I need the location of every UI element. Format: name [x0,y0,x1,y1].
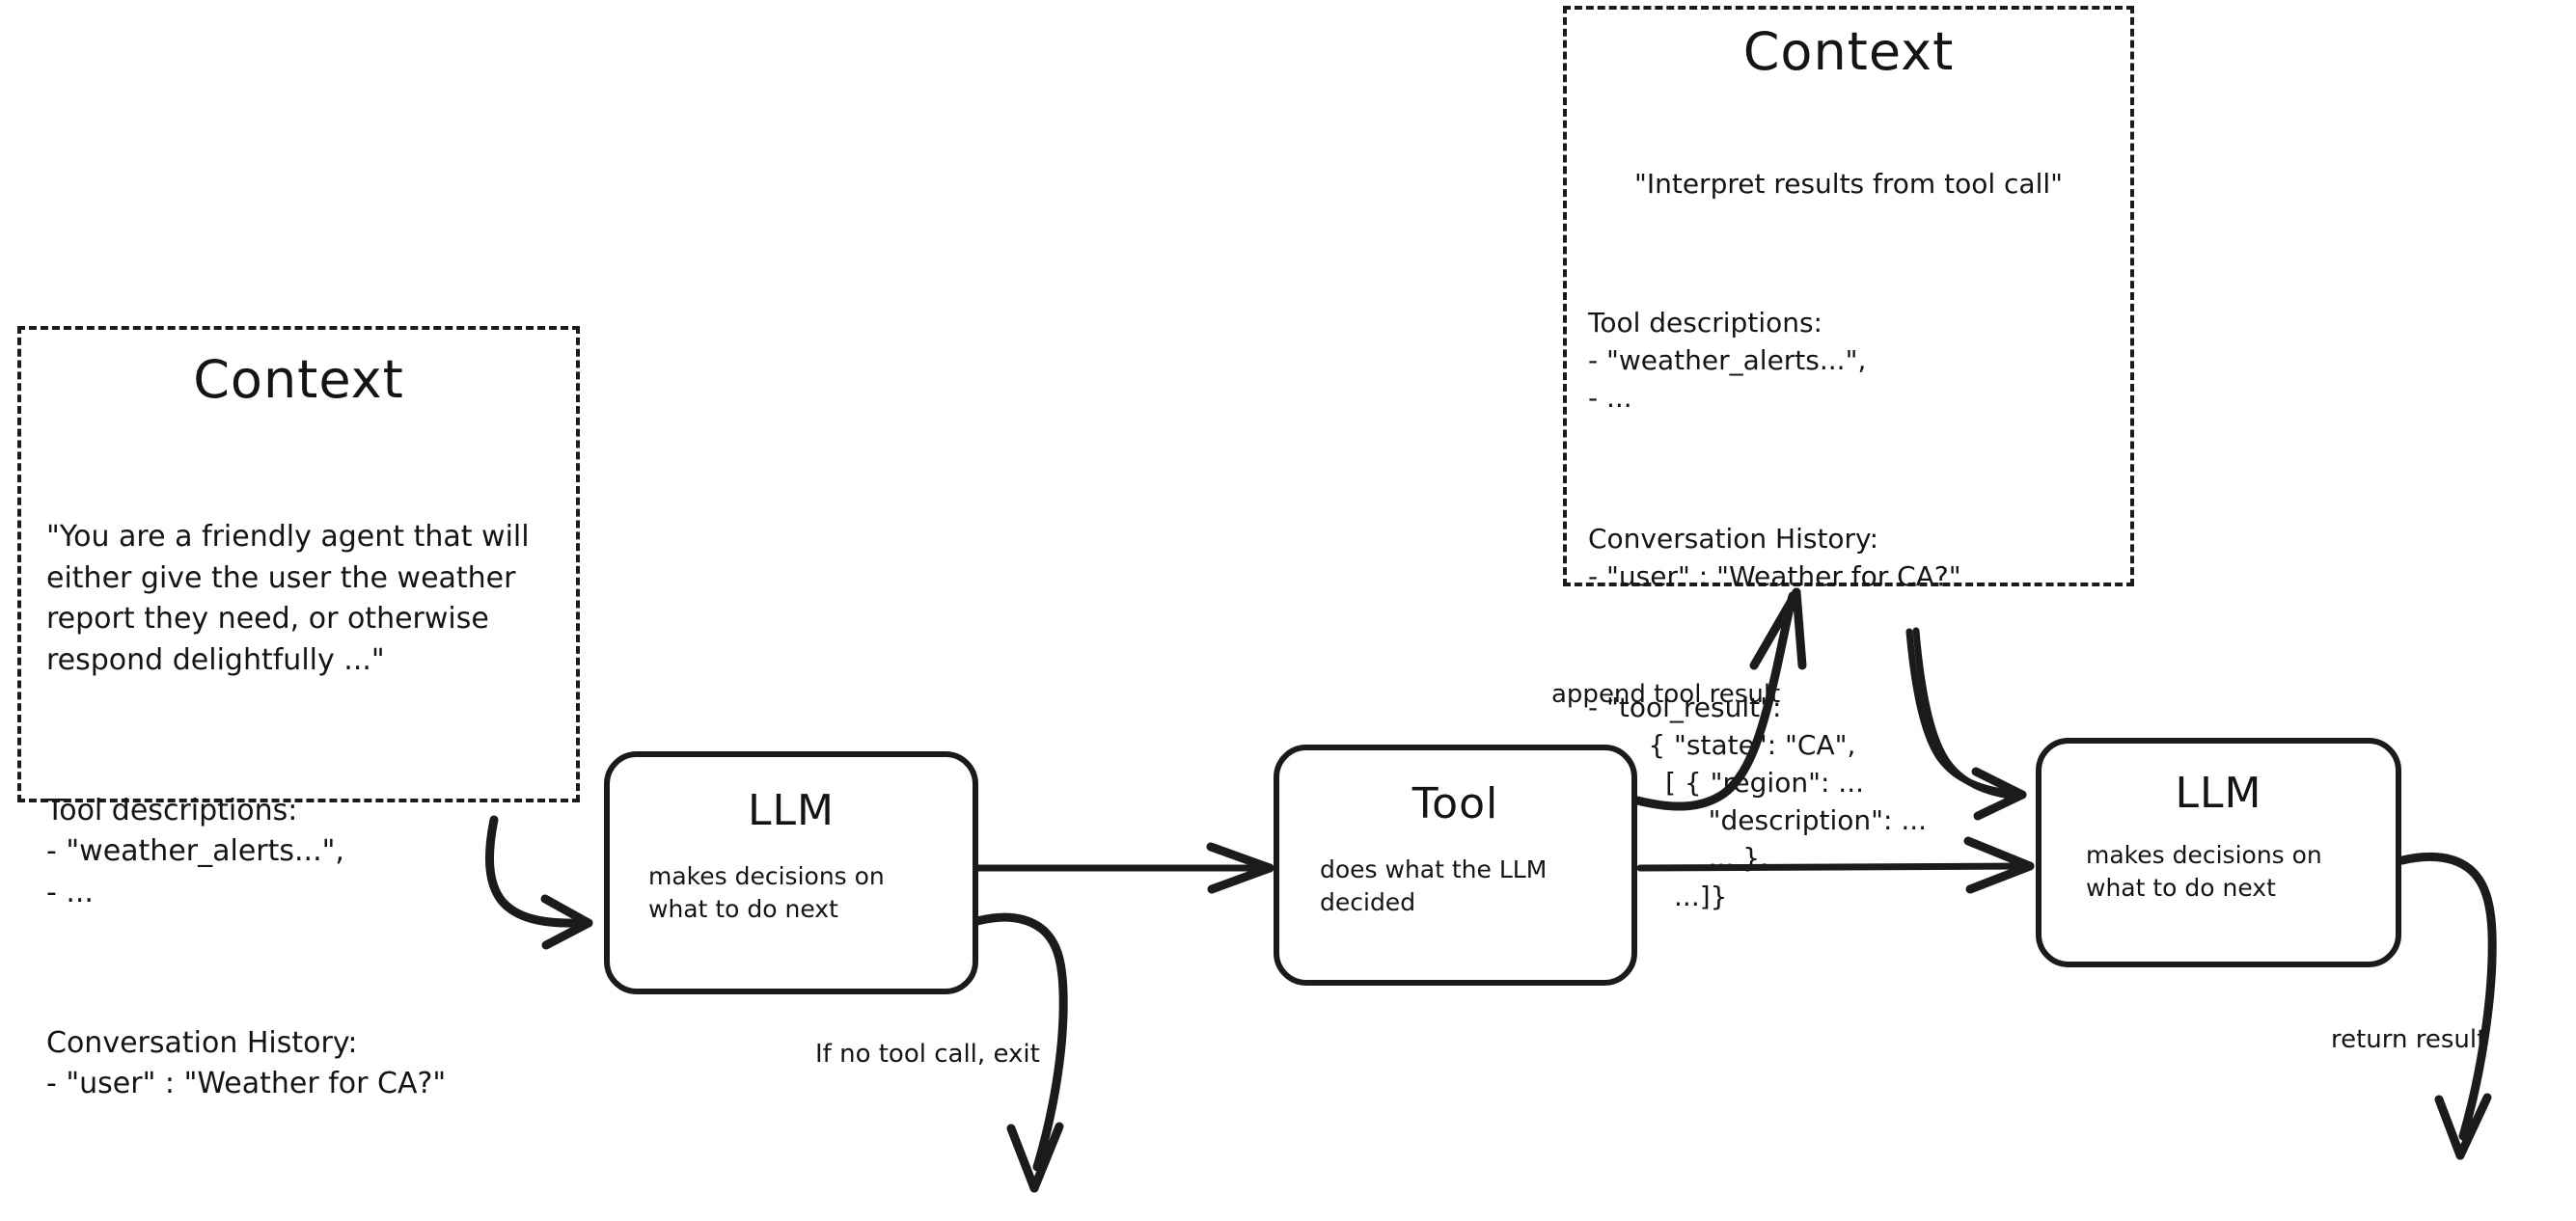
context-right-title: Context [1742,21,1955,82]
context-right-conversation-history: Conversation History: - "user" : "Weathe… [1588,522,1961,593]
node-tool[interactable]: Tool does what the LLM decided [1274,745,1637,986]
context-left-system-prompt: "You are a friendly agent that will eith… [46,520,530,677]
node-tool-subtitle: does what the LLM decided [1320,855,1548,916]
context-left-tool-descriptions: Tool descriptions: - "weather_alerts..."… [46,793,344,909]
node-tool-title: Tool [1411,779,1499,828]
arrow-return-result-icon [2398,852,2497,1160]
context-left-title: Context [193,349,404,410]
edge-label-append-tool-result: append tool result [1551,680,1781,709]
context-right-tool-result: - "tool_result": { "state": "CA", [ { "r… [1588,691,1928,912]
node-llm-first[interactable]: LLM makes decisions on what to do next [604,751,978,994]
context-box-right: Context "Interpret results from tool cal… [1563,6,2134,912]
context-right-system-prompt: "Interpret results from tool call" [1633,168,2064,201]
context-left-conversation-history: Conversation History: - "user" : "Weathe… [46,1025,447,1101]
node-llm-second-subtitle: makes decisions on what to do next [2086,841,2322,902]
edge-label-return-result: return result [2331,1025,2487,1054]
context-left-body: "You are a friendly agent that will eith… [46,435,551,1187]
node-llm-first-subtitle: makes decisions on what to do next [648,862,885,923]
node-llm-second-title: LLM [2175,769,2262,818]
node-llm-second[interactable]: LLM makes decisions on what to do next [2036,738,2401,967]
context-box-left: Context "You are a friendly agent that w… [17,326,580,1100]
context-right-body: "Interpret results from tool call" Tool … [1588,90,2109,990]
context-right-tool-descriptions: Tool descriptions: - "weather_alerts..."… [1588,306,1867,415]
edge-label-if-no-tool-call-exit: If no tool call, exit [815,1040,1040,1069]
node-llm-first-title: LLM [748,786,835,835]
arrow-llm-to-tool-icon [974,842,1274,894]
